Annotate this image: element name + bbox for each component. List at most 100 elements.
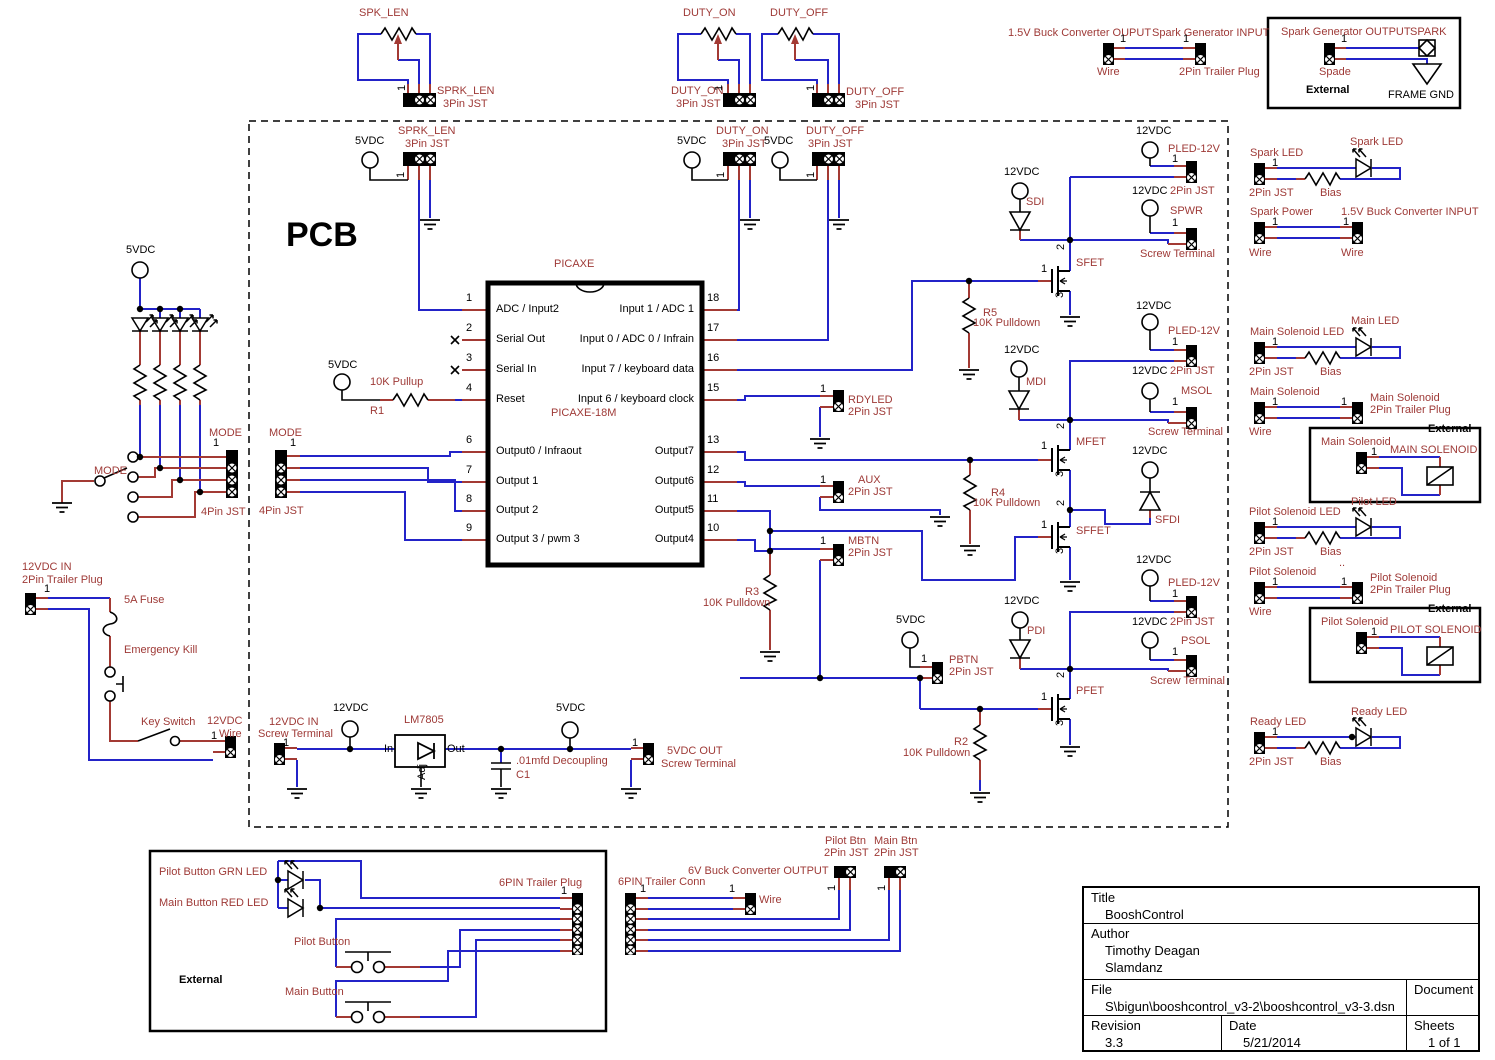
pilot-button-contact-1 — [350, 960, 364, 974]
resistor-bias-spark — [1304, 172, 1341, 186]
label-spark-power: Spark Power — [1250, 206, 1313, 218]
label-1-5v-buck-converter-ouput: 1.5V Buck Converter OUPUT — [1008, 27, 1152, 39]
label-screw-terminal: Screw Terminal — [661, 758, 736, 770]
label-5vdc: 5VDC — [764, 135, 794, 147]
connector-mode-left — [226, 450, 238, 498]
label-spark-generator-input: Spark Generator INPUT — [1152, 27, 1270, 39]
title-value: BooshControl — [1105, 907, 1184, 922]
label-2pin-jst: 2Pin JST — [824, 847, 869, 859]
label-12: 12 — [707, 464, 720, 476]
label-2pin-jst: 2Pin JST — [848, 486, 893, 498]
label-spade: Spade — [1319, 66, 1351, 78]
label-1: 1 — [1183, 33, 1190, 45]
label-1: 1 — [1341, 33, 1348, 45]
label-bias: Bias — [1320, 366, 1342, 378]
emergency-kill-contact-1 — [104, 666, 116, 678]
label-pcb: PCB — [286, 216, 358, 254]
label-msol: MSOL — [1181, 385, 1213, 397]
main-button-contact-1 — [350, 1010, 364, 1024]
connector-pilot-sol-led-jst — [1254, 522, 1265, 544]
label-3pin-jst: 3Pin JST — [443, 98, 488, 110]
label-main-btn: Main Btn — [874, 835, 918, 847]
pilot-led — [1352, 507, 1372, 537]
label-r4: R4 — [991, 487, 1006, 499]
label-duty-on: DUTY_ON — [671, 85, 724, 97]
label-mdi: MDI — [1026, 376, 1047, 388]
author-value-2: Slamdanz — [1105, 960, 1163, 975]
label-3: 3 — [1054, 547, 1066, 554]
label-2pin-jst: 2Pin JST — [1249, 366, 1294, 378]
mosfets — [1051, 265, 1071, 725]
label-duty-off: DUTY_OFF — [806, 125, 865, 137]
label-wire: Wire — [1249, 247, 1272, 259]
label-picaxe-18m: PICAXE-18M — [551, 407, 617, 419]
label-serial-out: Serial Out — [496, 333, 545, 345]
label-12vdc: 12VDC — [1136, 300, 1172, 312]
label-6pin-trailer-plug: 6PIN Trailer Plug — [499, 877, 583, 889]
connector-spwr — [1186, 228, 1197, 250]
pcb-boundary — [248, 120, 1229, 828]
label-2: 2 — [466, 322, 473, 334]
label-4pin-jst: 4Pin JST — [259, 505, 304, 517]
file-value: S\bigun\booshcontrol_v3-2\booshcontrol_v… — [1105, 999, 1395, 1014]
label-1: 1 — [820, 383, 827, 395]
label-input-0-adc-0-infrain: Input 0 / ADC 0 / Infrain — [579, 333, 694, 345]
label-ready-led: Ready LED — [1250, 716, 1307, 728]
label-1: 1 — [715, 171, 727, 178]
label-2pin-trailer-plug: 2Pin Trailer Plug — [1370, 584, 1451, 596]
revision-label: Revision — [1091, 1018, 1141, 1033]
label-1: 1 — [1341, 576, 1348, 588]
connector-pbtn — [932, 662, 943, 684]
label-main-solenoid-led: Main Solenoid LED — [1250, 326, 1345, 338]
label-sprk-len: SPRK_LEN — [437, 85, 495, 97]
label-17: 17 — [707, 322, 720, 334]
label-spark-led: Spark LED — [1250, 147, 1304, 159]
label-1: 1 — [1272, 216, 1279, 228]
label-5vdc: 5VDC — [896, 614, 926, 626]
mode-switch-pos1 — [127, 451, 139, 463]
file-label: File — [1091, 982, 1112, 997]
chip-notch — [575, 282, 605, 293]
label-1: 1 — [1341, 396, 1348, 408]
label-1: 1 — [396, 84, 408, 91]
label-12vdc: 12VDC — [333, 702, 369, 714]
label-screw-terminal: Screw Terminal — [258, 728, 333, 740]
label-2: 2 — [1055, 243, 1067, 250]
ready-led — [1352, 717, 1372, 747]
label-1: 1 — [876, 884, 888, 891]
label-wire: Wire — [1249, 426, 1272, 438]
label-output7: Output7 — [654, 445, 694, 457]
label-3: 3 — [1054, 291, 1066, 298]
label-lm7805: LM7805 — [404, 714, 444, 726]
label-1: 1 — [1172, 153, 1179, 165]
mode-switch-pos2 — [127, 471, 139, 483]
diode-sfdi — [1139, 491, 1161, 511]
resistor-bias-pilot — [1304, 531, 1341, 545]
label-5vdc: 5VDC — [677, 135, 707, 147]
label-r1: R1 — [370, 405, 385, 417]
main-solenoid-coil — [1426, 466, 1454, 486]
label-spark-generator-output: Spark Generator OUTPUT — [1281, 26, 1411, 38]
pilot-solenoid-coil — [1426, 646, 1454, 666]
label-screw-terminal: Screw Terminal — [1150, 675, 1225, 687]
label-1: 1 — [1172, 217, 1179, 229]
label-2: 2 — [1055, 499, 1067, 506]
label-emergency-kill: Emergency Kill — [124, 644, 198, 656]
label-10k-pulldown: 10K Pulldown — [973, 317, 1041, 329]
label-2pin-jst: 2Pin JST — [1170, 616, 1215, 628]
label-output6: Output6 — [654, 475, 694, 487]
label-pilot-btn: Pilot Btn — [825, 835, 866, 847]
connector-5vdc-out-screw — [643, 743, 654, 765]
connector-psol — [1186, 655, 1197, 677]
label-1: 1 — [1371, 446, 1378, 458]
label-2pin-jst: 2Pin JST — [848, 547, 893, 559]
junction-dots — [136, 236, 1356, 912]
label-pbtn: PBTN — [949, 654, 979, 666]
label-mode: MODE — [209, 427, 242, 439]
label-main-button-red-led: Main Button RED LED — [159, 897, 269, 909]
connector-mbtn — [833, 544, 844, 566]
label-r5: R5 — [983, 307, 998, 319]
connector-pilot-sol-trailer — [1352, 582, 1363, 604]
label-pdi: PDI — [1027, 625, 1046, 637]
label-1: 1 — [211, 730, 218, 742]
